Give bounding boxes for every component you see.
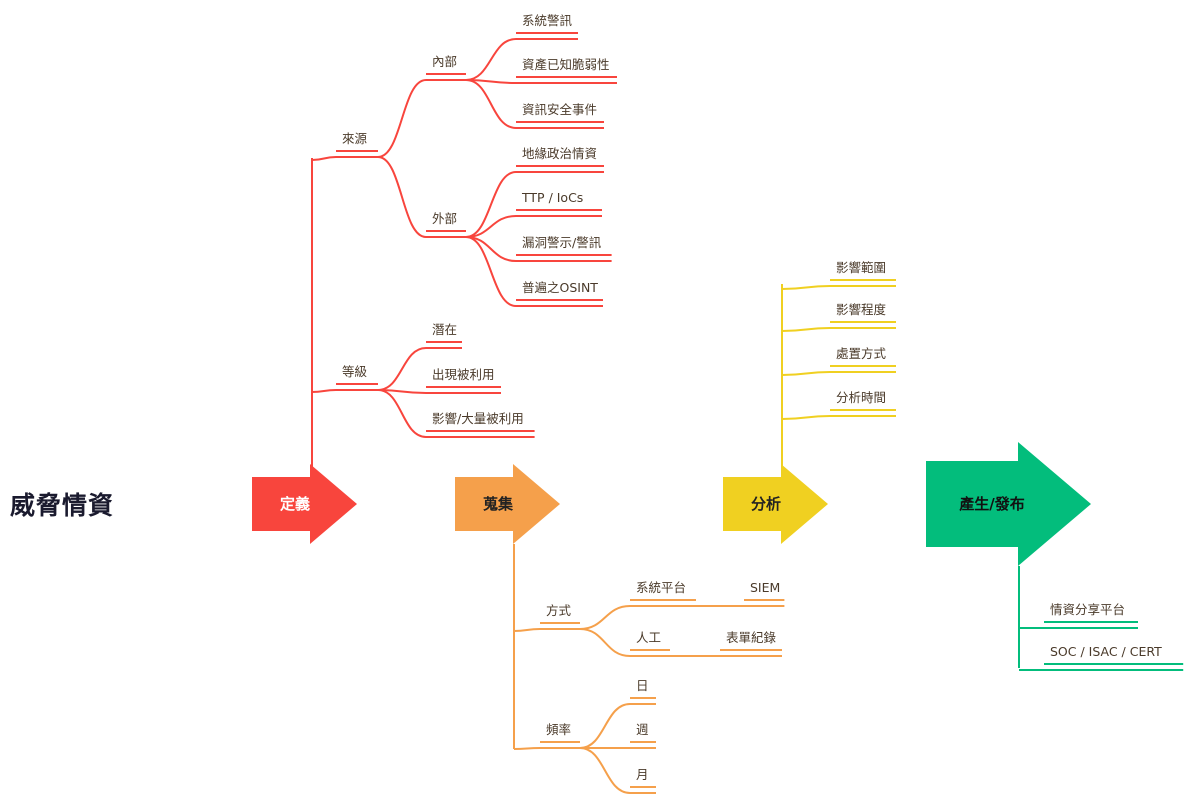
leaf-internal: 資產已知脆弱性 [522,57,610,72]
stage-label-define: 定義 [280,495,310,513]
connector [465,236,517,307]
connector [311,156,337,161]
leaf-method-detail: SIEM [750,580,780,595]
leaf-external: 漏洞警示/警訊 [522,235,602,250]
connector [465,215,517,238]
connector [377,347,427,391]
leaf-external: TTP / IoCs [521,190,583,205]
stage-arrow-analyze [723,464,828,544]
leaf-frequency: 週 [636,722,649,737]
leaf-analyze: 分析時間 [836,390,886,405]
connector [781,415,831,420]
leaf-internal: 系統警訊 [522,13,573,28]
connector [579,628,631,657]
leaf-external: 普遍之OSINT [522,280,598,295]
branch-source: 來源 [342,131,368,146]
branch-method: 方式 [546,603,572,618]
connector [579,703,631,749]
connector [377,389,427,438]
stage-label-collect: 蒐集 [483,495,514,513]
connector [377,156,427,238]
stage-arrow-define [252,464,357,544]
leaf-frequency: 日 [636,678,649,693]
leaf-level: 影響/大量被利用 [432,411,524,426]
stage-label-analyze: 分析 [751,495,781,513]
connector [513,747,541,750]
connector [377,79,427,158]
leaf-internal: 資訊安全事件 [522,102,597,117]
leaf-method: 系統平台 [636,580,686,595]
leaf-method: 人工 [636,630,661,645]
connector [465,79,517,129]
stage-label-publish: 產生/發布 [958,495,1024,513]
branch-internal: 內部 [432,54,457,69]
leaf-publish: 情資分享平台 [1050,602,1125,617]
leaf-level: 潛在 [432,322,457,337]
connector [579,605,631,630]
stage-arrow-publish [926,442,1091,566]
leaf-publish: SOC / ISAC / CERT [1050,644,1162,659]
leaf-analyze: 處置方式 [836,346,887,361]
branch-level: 等級 [342,364,368,379]
connector [781,327,831,332]
connector [579,747,631,794]
leaf-analyze: 影響程度 [836,302,887,317]
connector [513,628,541,632]
leaf-frequency: 月 [636,767,649,782]
connector [465,171,517,238]
stage-arrow-collect [455,464,560,544]
leaf-analyze: 影響範圍 [836,260,886,275]
connector [311,389,337,393]
leaf-level: 出現被利用 [432,367,495,382]
branch-frequency: 頻率 [546,722,571,737]
diagram-title: 威脅情資 [10,491,115,520]
connector [465,38,517,81]
leaf-method-detail: 表單紀錄 [726,630,777,645]
connector [781,371,831,376]
leaf-external: 地緣政治情資 [522,146,597,161]
branch-external: 外部 [432,211,457,226]
connector [781,285,831,290]
